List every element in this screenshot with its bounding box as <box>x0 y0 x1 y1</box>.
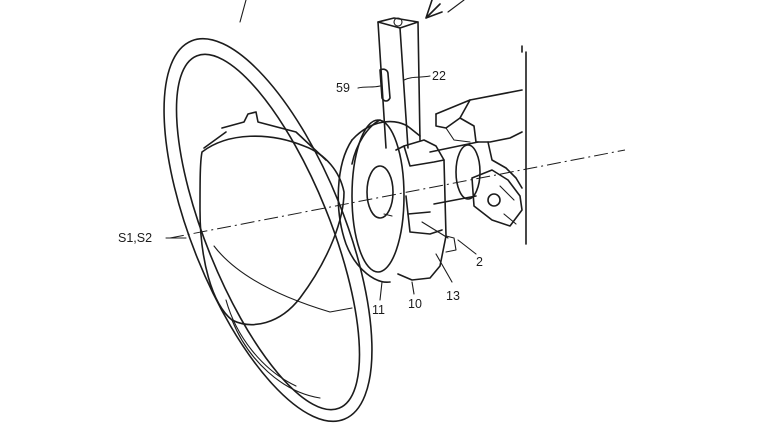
label-s1-s2: S1,S2 <box>118 231 152 245</box>
label-2: 2 <box>476 255 483 269</box>
steering-wheel <box>163 0 373 423</box>
center-axis-line <box>169 149 626 239</box>
vertical-rod <box>377 0 465 149</box>
label-13: 13 <box>446 289 460 303</box>
label-59: 59 <box>336 81 350 95</box>
mounting-disc <box>337 119 421 283</box>
leader-lines <box>165 75 477 301</box>
steering-column-housing <box>435 45 527 245</box>
label-22: 22 <box>432 69 446 83</box>
label-10: 10 <box>408 297 422 311</box>
collar-housing <box>395 139 457 281</box>
label-11: 11 <box>372 303 385 317</box>
